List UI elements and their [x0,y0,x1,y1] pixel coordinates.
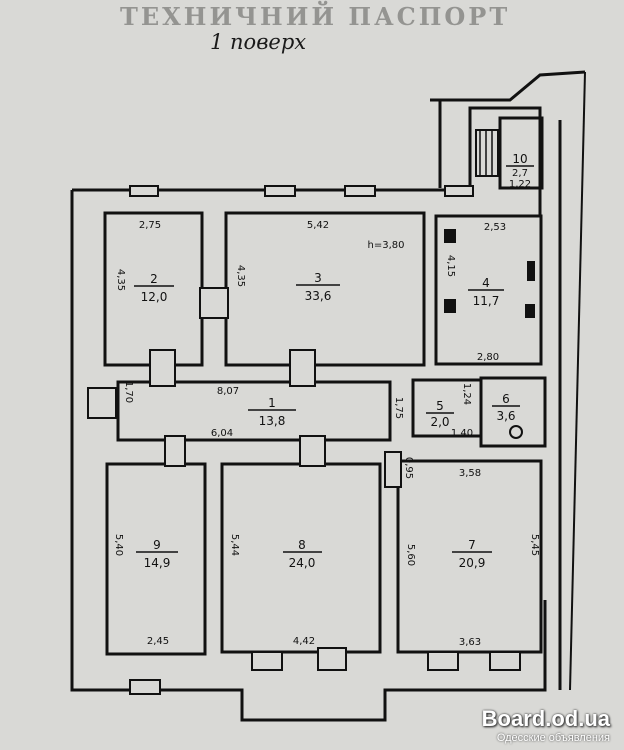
watermark-caption: Одесские объявления [496,732,610,744]
dim-door: 0,95 [403,457,414,479]
room-3-area: 33,6 [305,289,332,303]
dim-r8-left: 5,44 [229,534,240,556]
room-4-number: 4 [482,276,490,290]
dim-r7-width-top: 3,58 [459,468,481,479]
watermark: Board.od.ua Одесские объявления [482,706,610,744]
dim-r5-width: 1,40 [451,428,473,439]
dim-r4-height: 4,15 [445,255,456,277]
room-7 [396,459,543,654]
dim-r5-height: 1,24 [461,383,472,405]
document-header: ТЕХНИЧНИЙ ПАСПОРТ [120,2,511,31]
room-1 [116,380,392,442]
watermark-site: Board.od.ua [481,706,610,731]
room-10-number: 10 [512,152,527,166]
room-1-area: 13,8 [259,414,286,428]
room-2-area: 12,0 [141,290,168,304]
dim-r7-right: 5,45 [529,534,540,556]
room-10-area: 2,7 [512,168,528,179]
room-3-number: 3 [314,271,322,285]
dim-r8-bottom: 4,42 [293,636,315,647]
room-4 [434,214,543,366]
dim-r3-height: 4,35 [235,265,246,287]
dim-r4-bottom: 2,80 [477,352,499,363]
room-9-area: 14,9 [144,556,171,570]
dim-corridor-right: 1,75 [393,397,404,419]
room-10-width: 1,22 [509,179,531,190]
outer-wall-south [70,190,547,722]
room-8-number: 8 [298,538,306,552]
dim-r7-left: 5,60 [405,544,416,566]
room-5-area: 2,0 [430,415,449,429]
room-6-area: 3,6 [496,409,515,423]
dim-r2-width: 2,75 [139,220,161,231]
room-10 [498,116,544,190]
dim-r7-width-bottom: 3,63 [459,637,481,648]
room-9 [105,462,207,656]
room-7-number: 7 [468,538,476,552]
room-7-area: 20,9 [459,556,486,570]
dim-r9-left: 5,40 [113,534,124,556]
room-2-number: 2 [150,272,158,286]
dim-r2-height: 4,35 [115,269,126,291]
room-6-number: 6 [502,392,510,406]
outer-wall-north [72,106,542,215]
dim-r3-width: 5,42 [307,220,329,231]
dim-corridor-left: 1,70 [123,381,134,403]
dim-corridor-top: 8,07 [217,386,239,397]
floor-label: 1 поверх [210,30,307,54]
room-5-number: 5 [436,399,444,413]
room-8-area: 24,0 [289,556,316,570]
room-1-number: 1 [268,396,276,410]
room-6 [479,376,547,448]
room-9-number: 9 [153,538,161,552]
room-4-area: 11,7 [473,294,500,308]
dim-r9-bottom: 2,45 [147,636,169,647]
ceiling-height: h=3,80 [368,240,405,251]
dim-r4-width: 2,53 [484,222,506,233]
dim-corridor-bottom: 6,04 [211,428,233,439]
